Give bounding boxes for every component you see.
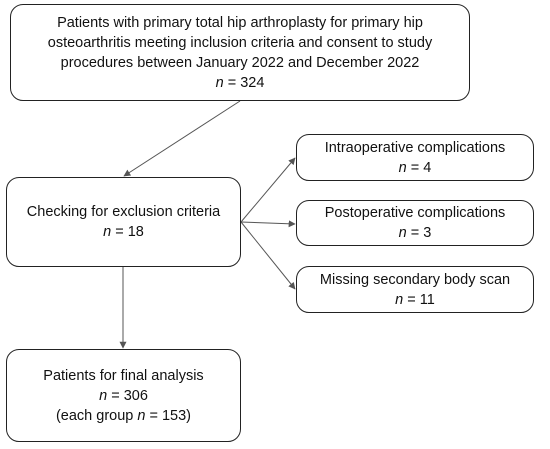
missing-scan-n-symbol: n: [395, 291, 404, 308]
enrollment-text-line-1: Patients with primary total hip arthropl…: [57, 14, 423, 31]
group-count-suffix: = 153): [145, 407, 192, 424]
enrollment-n-symbol: n: [215, 74, 224, 91]
final-analysis-group-count: (each group n = 153): [56, 406, 191, 426]
missing-scan-text: Missing secondary body scan: [319, 271, 511, 288]
final-analysis-box: Patients for final analysis n = 306 (eac…: [6, 349, 241, 442]
enrollment-text-line-2: osteoarthritis meeting inclusion criteri…: [47, 34, 433, 51]
final-analysis-count: n = 306: [99, 386, 148, 406]
exclusion-count: n = 18: [103, 222, 144, 242]
postoperative-count: n = 3: [399, 223, 432, 243]
exclusion-box: Checking for exclusion criteria n = 18: [6, 177, 241, 267]
postoperative-box: Postoperative complications n = 3: [296, 200, 534, 246]
intraoperative-n-value: = 4: [406, 159, 432, 176]
missing-scan-box: Missing secondary body scan n = 11: [296, 266, 534, 313]
postoperative-n-value: = 3: [406, 225, 432, 241]
arrow-enrollment-to-exclusion: [123, 100, 241, 177]
enrollment-text-line-3: procedures between January 2022 and Dece…: [60, 54, 420, 71]
postoperative-text: Postoperative complications: [324, 205, 506, 221]
intraoperative-text: Intraoperative complications: [324, 139, 506, 156]
exclusion-n-value: = 18: [111, 224, 144, 240]
group-n-symbol: n: [137, 407, 146, 424]
final-analysis-n-symbol: n: [99, 387, 108, 404]
intraoperative-box: Intraoperative complications n = 4: [296, 134, 534, 181]
arrow-exclusion-to-postoperative: [240, 220, 296, 228]
group-count-prefix: (each group: [55, 407, 138, 424]
enrollment-n-value: = 324: [223, 74, 265, 91]
final-analysis-n-value: = 306: [107, 387, 148, 404]
arrow-exclusion-to-intraoperative: [240, 157, 296, 223]
exclusion-text: Checking for exclusion criteria: [26, 204, 221, 220]
intraoperative-n-symbol: n: [398, 159, 407, 176]
enrollment-count: n = 324: [216, 73, 265, 93]
final-analysis-text: Patients for final analysis: [43, 367, 204, 384]
missing-scan-n-value: = 11: [403, 291, 435, 308]
enrollment-box: Patients with primary total hip arthropl…: [10, 4, 470, 101]
exclusion-n-symbol: n: [103, 224, 112, 240]
intraoperative-count: n = 4: [399, 158, 432, 178]
postoperative-n-symbol: n: [398, 225, 407, 241]
missing-scan-count: n = 11: [395, 290, 435, 310]
arrow-exclusion-to-missing-scan: [240, 221, 296, 290]
